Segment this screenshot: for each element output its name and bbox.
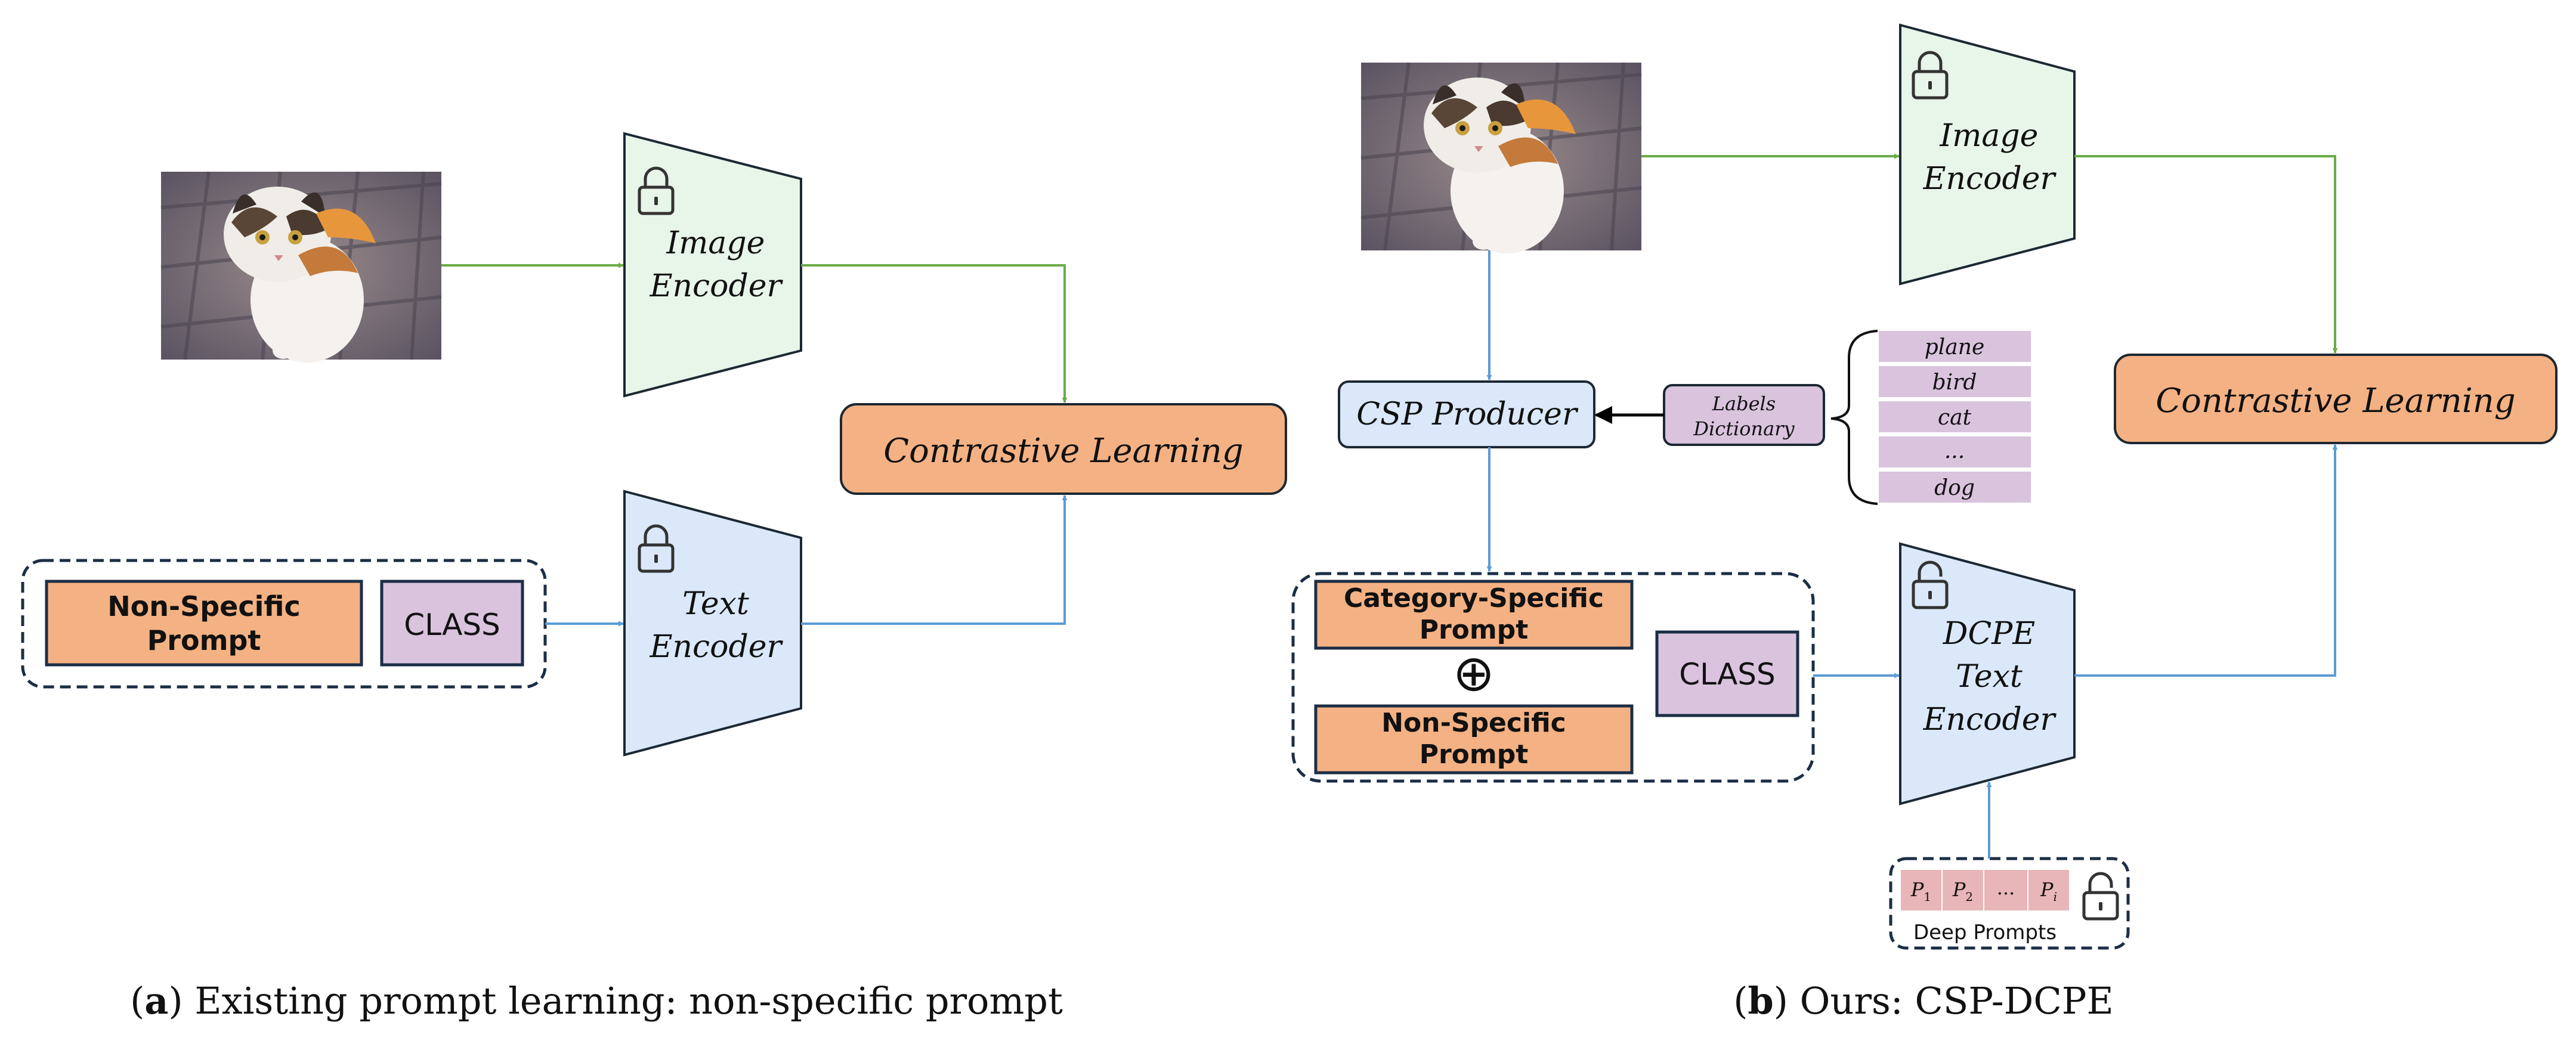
dcpe-text-encoder-line1: DCPE — [1943, 616, 2035, 652]
category-specific-prompt-line2: Prompt — [1420, 615, 1529, 645]
deep-prompts-group — [1889, 857, 2130, 950]
label-cell — [1879, 472, 2031, 503]
image-encoder-a — [623, 132, 802, 398]
label-item: bird — [1932, 370, 1977, 395]
non-specific-prompt-b-line2: Prompt — [1420, 739, 1529, 770]
category-specific-prompt — [1314, 580, 1634, 650]
image-encoder-b — [1899, 23, 2076, 286]
labels-dictionary-line1: Labels — [1712, 392, 1776, 415]
arrow-image-encoder-to-contrastive-a — [801, 264, 1068, 403]
caption-b: (b) Ours: CSP-DCPE — [1733, 979, 2114, 1023]
image-encoder-b-line1: Image — [1940, 118, 2039, 154]
label-item: cat — [1938, 405, 1972, 430]
image-encoder-a-line2: Encoder — [650, 268, 784, 304]
caption-b-open: ( — [1733, 979, 1748, 1023]
p1-base: P — [1910, 878, 1924, 901]
contrastive-learning-a-label: Contrastive Learning — [883, 432, 1243, 470]
non-specific-prompt-a-line1: Non-Specific — [107, 590, 301, 622]
arrow-text-encoder-to-contrastive-a — [801, 495, 1068, 625]
class-box-a — [380, 580, 524, 667]
label-cell — [1879, 401, 2031, 432]
dcpe-text-encoder-line3: Encoder — [1923, 702, 2057, 738]
arrow-image-encoder-to-contrastive-b — [2074, 155, 2338, 354]
p2-sub: 2 — [1965, 890, 1973, 904]
caption-b-text: Ours: CSP-DCPE — [1788, 979, 2114, 1023]
deep-prompt-p2: P2 — [1952, 878, 1973, 904]
labels-dictionary-line2: Dictionary — [1693, 417, 1795, 440]
text-encoder-a-line1: Text — [682, 586, 749, 622]
caption-a-text: Existing prompt learning: non-specific p… — [183, 979, 1063, 1023]
image-encoder-a-line1: Image — [666, 225, 765, 261]
caption-a: (a) Existing prompt learning: non-specif… — [130, 979, 1063, 1023]
text-encoder-a-line2: Encoder — [650, 629, 784, 665]
class-label-b: CLASS — [1679, 657, 1776, 692]
non-specific-prompt-b — [1314, 704, 1634, 775]
p2-base: P — [1952, 878, 1966, 901]
cat-photo — [161, 172, 441, 363]
brace — [1830, 330, 1878, 505]
text-encoder-a — [623, 490, 802, 757]
label-item: plane — [1925, 335, 1985, 360]
caption-b-letter: b — [1748, 979, 1773, 1023]
panel-b: Image Encoder DCPE Text Encoder Contrast… — [1291, 23, 2558, 1023]
caption-b-close: ) — [1774, 979, 1788, 1023]
dcpe-text-encoder-line2: Text — [1956, 659, 2023, 695]
class-label-a: CLASS — [404, 608, 500, 642]
unlock-icon — [2084, 874, 2117, 919]
label-cell — [1879, 436, 2031, 467]
csp-producer-label: CSP Producer — [1356, 397, 1579, 432]
non-specific-prompt-a — [45, 580, 363, 667]
arrow-dcpe-encoder-to-contrastive — [2074, 444, 2338, 677]
contrastive-learning-b — [2114, 354, 2558, 444]
deep-prompt-p1: P1 — [1910, 878, 1931, 904]
plus-symbol: ⊕ — [1453, 644, 1495, 702]
label-cell — [1879, 331, 2031, 362]
deep-prompt-cell — [2027, 869, 2070, 912]
non-specific-prompt-a-line2: Prompt — [147, 624, 261, 656]
panel-a: Image Encoder Text Encoder Contrastive L… — [21, 132, 1287, 1023]
contrastive-learning-a — [840, 403, 1287, 495]
deep-prompts-label: Deep Prompts — [1913, 921, 2057, 944]
label-item: ... — [1944, 439, 1965, 463]
non-specific-prompt-b-line1: Non-Specific — [1381, 708, 1566, 738]
contrastive-learning-b-label: Contrastive Learning — [2156, 382, 2515, 420]
class-box-b — [1655, 630, 1799, 717]
cat-photo — [1361, 63, 1641, 253]
pi-base: P — [2040, 878, 2054, 901]
pi-sub: i — [2054, 890, 2057, 904]
label-item: dog — [1934, 476, 1975, 500]
labels-list: plane bird cat ... dog — [1879, 331, 2031, 503]
caption-a-close: ) — [168, 979, 183, 1023]
deep-prompt-ellipsis: ... — [1997, 876, 2015, 899]
image-encoder-b-line2: Encoder — [1923, 161, 2057, 197]
caption-a-open: ( — [130, 979, 144, 1023]
deep-prompt-cell — [1941, 869, 1984, 912]
category-specific-prompt-line1: Category-Specific — [1344, 583, 1604, 614]
label-cell — [1879, 366, 2031, 397]
p1-sub: 1 — [1924, 890, 1931, 904]
prompt-group-b — [1291, 572, 1815, 783]
deep-prompt-pi: Pi — [2040, 878, 2057, 904]
caption-a-letter: a — [144, 979, 168, 1023]
